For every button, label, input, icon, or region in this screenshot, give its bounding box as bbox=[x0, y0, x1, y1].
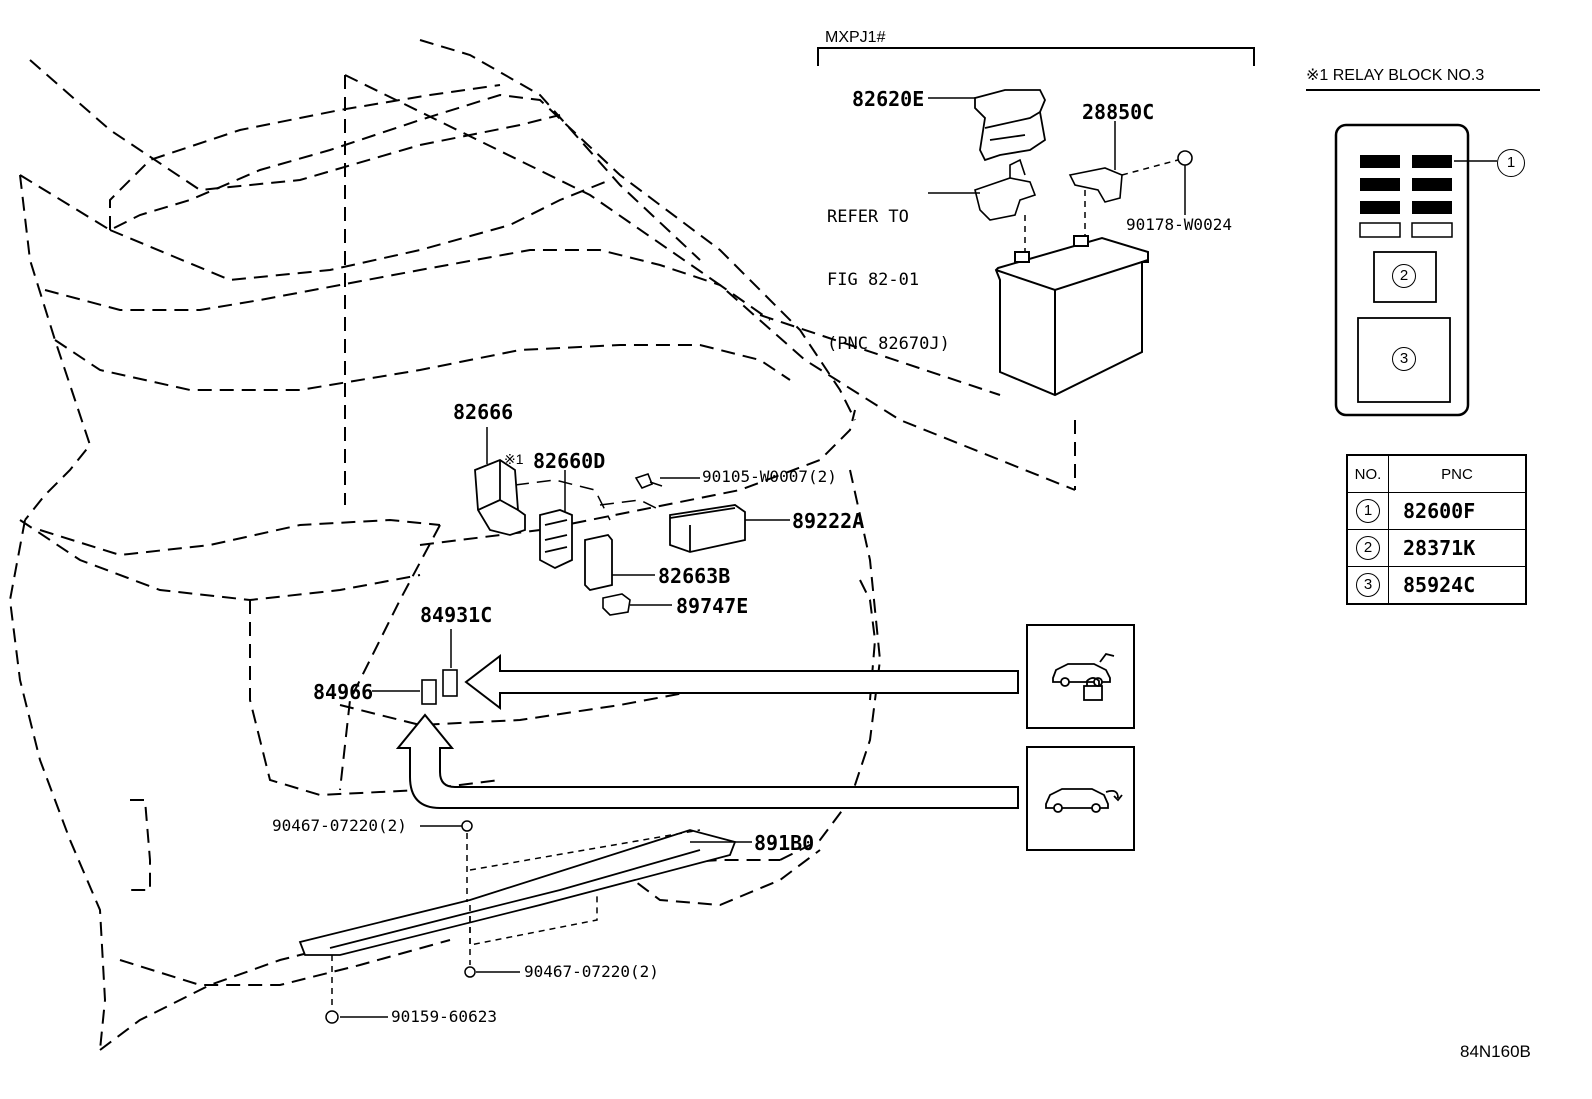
switch-84931C bbox=[442, 669, 458, 697]
pnc-header-pnc: PNC bbox=[1388, 454, 1527, 493]
pnc-row-no: 1 bbox=[1356, 499, 1380, 523]
pnc-row-no: 3 bbox=[1356, 573, 1380, 597]
terminal-82670J bbox=[974, 158, 1037, 221]
battery bbox=[994, 235, 1149, 397]
relay-block-panel bbox=[1334, 123, 1497, 417]
part-label-90159: 90159-60623 bbox=[391, 1007, 497, 1026]
model-bracket bbox=[817, 47, 1255, 66]
relay-callout-3: 3 bbox=[1392, 347, 1416, 371]
pnc-row-value: 28371K bbox=[1388, 529, 1527, 567]
part-label-90178: 90178-W0024 bbox=[1126, 215, 1232, 234]
relay-block-82660D bbox=[539, 509, 573, 570]
part-label-28850C: 28850C bbox=[1082, 100, 1155, 124]
part-label-90105: 90105-W0007(2) bbox=[702, 467, 837, 486]
ecu-89222A bbox=[669, 504, 746, 553]
part-label-82666: 82666 bbox=[453, 400, 514, 424]
sensor-89747E bbox=[602, 593, 631, 616]
pnc-row-value: 82600F bbox=[1388, 492, 1527, 530]
relay-callout-1: 1 bbox=[1497, 149, 1525, 177]
part-label-82660D: 82660D bbox=[533, 449, 606, 473]
model-code: MXPJ1# bbox=[825, 29, 886, 46]
garnish-891B0 bbox=[298, 829, 737, 956]
relay-block-mark: ※1 bbox=[504, 451, 524, 467]
part-label-82620E: 82620E bbox=[852, 87, 925, 111]
pnc-table: NO. PNC 1 82600F 2 28371K 3 85924C bbox=[1346, 454, 1527, 605]
table-row: 3 85924C bbox=[1346, 566, 1527, 605]
relay-block-82666 bbox=[474, 458, 526, 536]
reference-note-line-3: (PNC 82670J) bbox=[827, 334, 950, 354]
switch-84966 bbox=[421, 679, 437, 705]
table-row: 2 28371K bbox=[1346, 529, 1527, 567]
nut-90178 bbox=[1177, 150, 1193, 166]
relay-block-title: ※1 RELAY BLOCK NO.3 bbox=[1306, 67, 1485, 84]
part-label-90467-bottom: 90467-07220(2) bbox=[524, 962, 659, 981]
part-label-82663B: 82663B bbox=[658, 564, 731, 588]
part-label-84966: 84966 bbox=[313, 680, 374, 704]
terminal-28850C bbox=[1068, 167, 1123, 203]
leader-lines bbox=[340, 97, 1186, 1018]
relay-callout-2: 2 bbox=[1392, 264, 1416, 288]
relay-cells bbox=[1360, 155, 1452, 214]
part-label-89747E: 89747E bbox=[676, 594, 749, 618]
arrow-power-door-function bbox=[395, 713, 1019, 809]
pnc-table-header: NO. PNC bbox=[1346, 454, 1527, 493]
pnc-row-value: 85924C bbox=[1388, 566, 1527, 605]
reference-note: REFER TO FIG 82-01 (PNC 82670J) bbox=[827, 164, 950, 398]
part-label-891B0: 891B0 bbox=[754, 831, 815, 855]
reference-note-line-1: REFER TO bbox=[827, 206, 909, 227]
power-back-door-icon-box bbox=[1026, 746, 1135, 851]
power-back-door-icon bbox=[1045, 788, 1123, 813]
reference-note-line-2: FIG 82-01 bbox=[827, 270, 920, 291]
battery-terminal-82620E bbox=[974, 89, 1046, 162]
smart-entry-lock-icon bbox=[1052, 652, 1115, 701]
pnc-header-no: NO. bbox=[1346, 454, 1389, 493]
part-label-84931C: 84931C bbox=[420, 603, 493, 627]
part-label-89222A: 89222A bbox=[792, 509, 865, 533]
clips bbox=[325, 820, 476, 1024]
module-82663B bbox=[584, 534, 613, 591]
smart-entry-lock-icon-box bbox=[1026, 624, 1135, 729]
pnc-row-no: 2 bbox=[1356, 536, 1380, 560]
arrow-lock-function bbox=[464, 653, 1019, 711]
part-label-90467-top: 90467-07220(2) bbox=[272, 816, 407, 835]
figure-code: 84N160B bbox=[1460, 1042, 1531, 1061]
screw-90105 bbox=[634, 473, 663, 489]
table-row: 1 82600F bbox=[1346, 492, 1527, 530]
